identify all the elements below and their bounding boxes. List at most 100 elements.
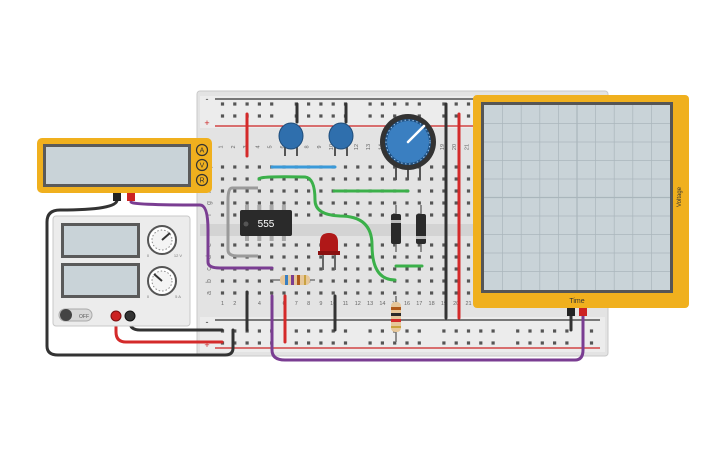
breadboard-hole[interactable]	[356, 267, 360, 271]
breadboard-hole[interactable]	[307, 201, 311, 205]
oscilloscope[interactable]: Time Voltage	[473, 95, 689, 316]
rail-hole[interactable]	[540, 329, 544, 333]
breadboard-hole[interactable]	[307, 291, 311, 295]
breadboard-hole[interactable]	[405, 201, 409, 205]
rail-hole[interactable]	[417, 341, 421, 345]
breadboard-hole[interactable]	[220, 201, 225, 205]
rail-hole[interactable]	[245, 102, 249, 106]
breadboard-hole[interactable]	[442, 213, 446, 217]
breadboard-hole[interactable]	[430, 165, 434, 169]
rail-hole[interactable]	[393, 341, 397, 345]
rail-hole[interactable]	[405, 102, 409, 106]
rail-hole[interactable]	[491, 329, 495, 333]
breadboard-hole[interactable]	[270, 279, 274, 283]
rail-hole[interactable]	[380, 102, 384, 106]
breadboard-hole[interactable]	[245, 243, 249, 247]
breadboard-hole[interactable]	[294, 291, 298, 295]
breadboard-hole[interactable]	[343, 165, 348, 169]
breadboard-hole[interactable]	[466, 165, 471, 169]
rail-hole[interactable]	[442, 329, 446, 333]
rail-hole[interactable]	[516, 329, 520, 333]
breadboard-hole[interactable]	[319, 213, 323, 217]
rail-hole[interactable]	[270, 114, 274, 118]
breadboard-hole[interactable]	[307, 189, 311, 193]
rail-hole[interactable]	[491, 341, 495, 345]
rail-hole[interactable]	[245, 341, 249, 345]
breadboard-hole[interactable]	[233, 189, 237, 193]
breadboard-hole[interactable]	[233, 291, 237, 295]
breadboard-hole[interactable]	[343, 291, 348, 295]
capacitor-1[interactable]	[278, 122, 304, 156]
breadboard-hole[interactable]	[294, 201, 298, 205]
breadboard-hole[interactable]	[282, 177, 286, 181]
timer-chip[interactable]: 555	[240, 205, 292, 241]
breadboard-hole[interactable]	[331, 255, 335, 259]
breadboard-hole[interactable]	[430, 279, 434, 283]
breadboard-hole[interactable]	[454, 291, 458, 295]
breadboard-hole[interactable]	[393, 291, 397, 295]
breadboard-hole[interactable]	[454, 255, 458, 259]
breadboard-hole[interactable]	[454, 279, 458, 283]
breadboard-hole[interactable]	[245, 177, 249, 181]
rail-hole[interactable]	[380, 329, 384, 333]
breadboard-hole[interactable]	[430, 201, 434, 205]
breadboard-hole[interactable]	[356, 243, 360, 247]
breadboard-hole[interactable]	[430, 189, 434, 193]
rail-hole[interactable]	[220, 102, 225, 106]
breadboard-hole[interactable]	[430, 267, 434, 271]
breadboard-hole[interactable]	[405, 267, 409, 271]
breadboard-hole[interactable]	[233, 177, 237, 181]
resistor-2[interactable]	[391, 296, 401, 342]
rail-hole[interactable]	[233, 329, 237, 333]
breadboard-hole[interactable]	[257, 255, 261, 259]
breadboard-hole[interactable]	[307, 255, 311, 259]
breadboard-hole[interactable]	[245, 165, 249, 169]
rail-hole[interactable]	[343, 341, 348, 345]
breadboard-hole[interactable]	[380, 291, 384, 295]
rail-hole[interactable]	[257, 114, 261, 118]
rail-hole[interactable]	[442, 114, 446, 118]
breadboard-hole[interactable]	[466, 291, 471, 295]
breadboard-hole[interactable]	[466, 279, 471, 283]
breadboard-hole[interactable]	[466, 243, 471, 247]
breadboard-hole[interactable]	[405, 213, 409, 217]
led-red[interactable]	[318, 233, 340, 270]
breadboard-hole[interactable]	[405, 243, 409, 247]
rail-hole[interactable]	[220, 114, 225, 118]
breadboard-hole[interactable]	[331, 291, 335, 295]
breadboard-hole[interactable]	[294, 213, 298, 217]
breadboard-hole[interactable]	[417, 291, 421, 295]
rail-hole[interactable]	[405, 341, 409, 345]
breadboard-hole[interactable]	[393, 201, 397, 205]
breadboard-hole[interactable]	[442, 291, 446, 295]
rail-hole[interactable]	[442, 102, 446, 106]
rail-hole[interactable]	[405, 329, 409, 333]
breadboard-hole[interactable]	[380, 279, 384, 283]
breadboard-hole[interactable]	[368, 165, 372, 169]
breadboard-hole[interactable]	[257, 279, 261, 283]
rail-hole[interactable]	[454, 114, 458, 118]
breadboard-hole[interactable]	[380, 165, 384, 169]
breadboard-hole[interactable]	[220, 243, 225, 247]
breadboard-hole[interactable]	[466, 177, 471, 181]
breadboard-hole[interactable]	[319, 267, 323, 271]
rail-hole[interactable]	[454, 341, 458, 345]
rail-hole[interactable]	[331, 329, 335, 333]
rail-hole[interactable]	[454, 102, 458, 106]
rail-hole[interactable]	[257, 102, 261, 106]
breadboard-hole[interactable]	[368, 243, 372, 247]
breadboard-hole[interactable]	[393, 267, 397, 271]
rail-hole[interactable]	[331, 102, 335, 106]
breadboard-hole[interactable]	[454, 177, 458, 181]
breadboard-hole[interactable]	[430, 243, 434, 247]
breadboard-hole[interactable]	[368, 213, 372, 217]
breadboard-hole[interactable]	[393, 177, 397, 181]
rail-hole[interactable]	[380, 114, 384, 118]
power-switch[interactable]: OFF	[58, 308, 93, 322]
rail-hole[interactable]	[479, 341, 483, 345]
resistor-1[interactable]	[272, 275, 315, 285]
breadboard-hole[interactable]	[405, 291, 409, 295]
breadboard-hole[interactable]	[430, 255, 434, 259]
breadboard-hole[interactable]	[430, 291, 434, 295]
